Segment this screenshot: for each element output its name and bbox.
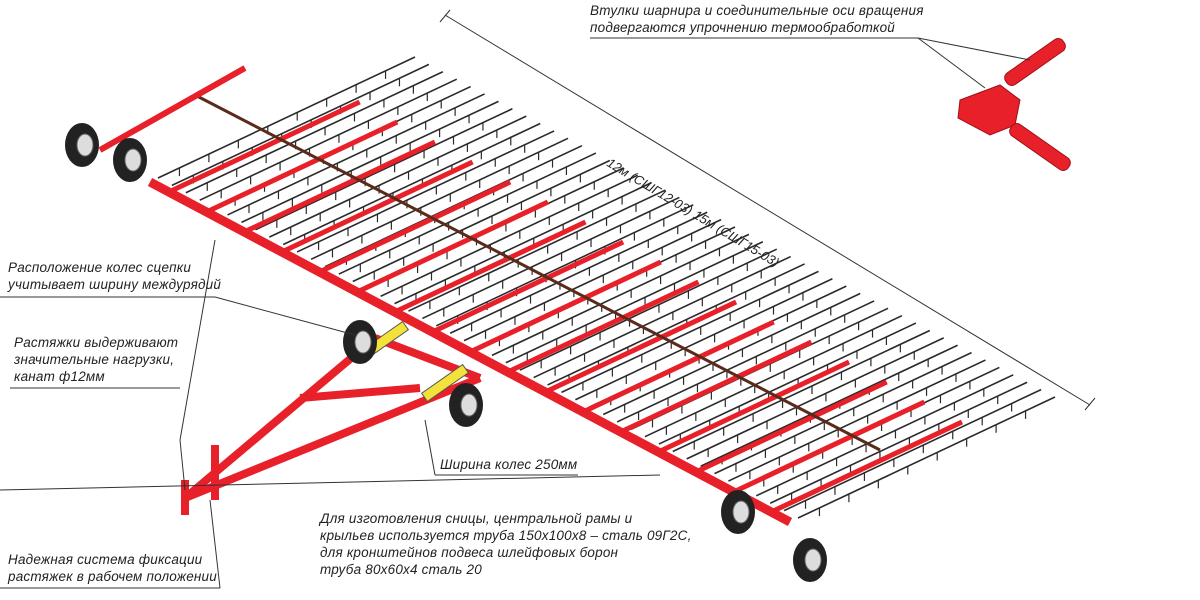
materials-note-line: Для изготовления сницы, центральной рамы… [320,511,633,526]
materials-note: Для изготовления сницы, центральной рамы… [320,510,692,578]
wheel-rim [804,548,822,572]
hinge-note-line: Втулки шарнира и соединительные оси вращ… [590,3,924,18]
tine-row [602,292,861,416]
tine-row [658,322,917,445]
tine-row [268,115,527,238]
tine-row [686,337,945,460]
connecting-rod [194,93,881,452]
tine-row [171,63,430,187]
braces-note-line: Растяжки выдерживают [14,335,179,350]
tine-row [296,130,555,253]
frame-crossbar [355,199,549,295]
wheel-rim [732,500,750,524]
tine-row [700,344,958,467]
tine-row [519,248,778,371]
tine-row [728,359,986,482]
tine-row [533,255,791,379]
tine-row [422,196,680,320]
tine-row [561,270,819,394]
tine-row [644,314,903,438]
wheel-position-note: Расположение колес сцепки учитывает шири… [8,259,221,293]
hinge-part [957,38,1071,171]
frame-crossbar [468,259,662,355]
hydraulic-cylinder [420,363,470,403]
tine-row [282,122,541,246]
braces-note-line: канат ф12мм [14,369,105,384]
main-frame-beam [147,178,793,526]
materials-note-line: для кронштейнов подвеса шлейфовых борон [320,545,619,560]
frame-crossbar [431,239,625,335]
wheel-rim [124,148,142,172]
hinge-note-line: подвергаются упрочнению термообработкой [590,20,896,35]
fixation-note: Надежная система фиксации растяжек в раб… [8,551,217,585]
tine-row [505,241,764,364]
frame-crossbars [167,93,964,515]
frame-crossbar [619,339,813,435]
fixation-note-line: Надежная система фиксации [8,552,203,567]
wheel-rim [460,393,478,417]
tine-row [157,56,416,179]
frame-crossbar [243,139,436,235]
tine-row [338,152,597,275]
frame-crossbar [167,99,361,195]
tine-row [714,351,972,475]
tine-row [755,374,1014,497]
frame-crossbar [694,379,888,475]
tine-row [449,211,708,334]
tine-row [783,388,1042,512]
tine-row [241,100,499,224]
tine-row [227,93,485,216]
harrow-tines [157,56,1056,519]
wheel-position-note-line: учитывает ширину междурядий [8,277,222,292]
tine-row [185,71,444,194]
drawbar [181,334,482,515]
tine-row [797,396,1056,519]
leader-lines [0,9,1096,589]
tine-row [435,204,694,327]
tine-row [310,137,569,261]
frame-crossbar [732,399,926,495]
tine-row [394,181,652,305]
tine-row [547,263,805,386]
wheel-rim [354,330,372,354]
tine-row [255,108,513,231]
frame-crossbar [506,279,700,375]
frame-crossbar [205,119,399,215]
tine-row [352,159,611,283]
wheel-rim [76,133,94,157]
frame-crossbar [280,159,474,255]
materials-note-line: крыльев используется труба 150х100х8 – с… [320,528,692,543]
front-frame-beam [98,65,247,153]
frame-crossbar [393,219,587,315]
hinge-note: Втулки шарнира и соединительные оси вращ… [590,2,924,36]
wheels [65,123,827,582]
wheel-position-note-line: Расположение колес сцепки [8,260,192,275]
tine-row [672,329,931,453]
tine-row [408,189,666,312]
fixation-note-line: растяжек в рабочем положении [8,569,217,584]
frame-crossbar [770,419,964,515]
frame-crossbar [544,299,738,395]
braces-note: Растяжки выдерживают значительные нагруз… [14,334,178,385]
tine-row [491,233,750,357]
frame-crossbar [318,179,512,275]
tine-row [575,278,833,401]
braces-note-line: значительные нагрузки, [14,352,175,367]
materials-note-line: труба 80х60х4 сталь 20 [320,562,482,577]
tine-row [616,300,875,423]
frame-crossbar [581,319,775,415]
width-dimension-line [444,14,1091,406]
tine-row [463,218,722,342]
tine-row [199,78,458,201]
frame-crossbar [657,359,851,455]
tine-row [380,174,638,297]
tine-row [769,381,1028,504]
wheel-width-note: Ширина колес 250мм [440,457,578,472]
